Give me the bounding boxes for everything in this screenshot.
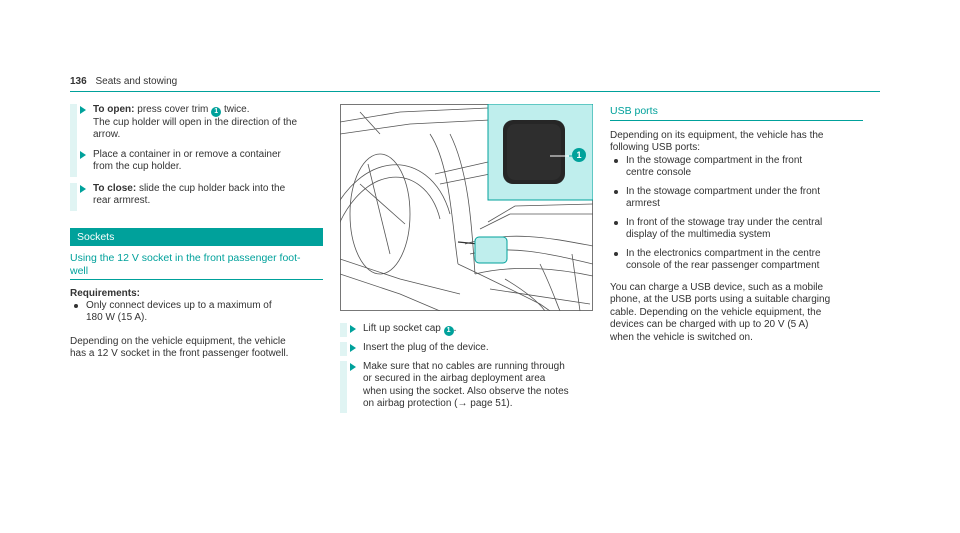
step-bar	[70, 104, 77, 154]
callout-1-icon: 1	[443, 326, 454, 336]
step-bar	[340, 323, 347, 337]
step-bar	[340, 361, 347, 413]
usb-port-item: In the electronics compartment in the ce…	[626, 248, 821, 272]
step-to-open: To open: press cover trim 1 twice. The c…	[70, 104, 325, 154]
step-arrow-icon	[80, 185, 86, 193]
step-bar	[70, 183, 77, 211]
requirements-label: Requirements:	[70, 288, 141, 299]
subheading-12v-socket: Using the 12 V socket in the front passe…	[70, 252, 301, 277]
step-insert-plug: Insert the plug of the device.	[340, 342, 595, 356]
step-airbag-notes: Make sure that no cables are running thr…	[340, 361, 595, 413]
page-number: 136	[70, 76, 87, 87]
bullet-icon	[614, 252, 618, 256]
chapter-title: Seats and stowing	[95, 76, 178, 87]
bullet-icon	[74, 304, 78, 308]
usb-paragraph: You can charge a USB device, such as a m…	[610, 282, 831, 343]
step-arrow-icon	[80, 151, 86, 159]
header-rule	[70, 91, 880, 92]
step-place-container: Place a container in or remove a contain…	[70, 149, 325, 177]
page-reference-link[interactable]: on airbag protection (→ page 51).	[363, 398, 513, 410]
page-header: 136 Seats and stowing	[70, 76, 177, 88]
subheading-rule	[70, 279, 323, 280]
step-bar	[70, 149, 77, 177]
sockets-paragraph: Depending on the vehicle equipment, the …	[70, 336, 289, 360]
step-lift-socket-cap: Lift up socket cap 1.	[340, 323, 595, 337]
step-arrow-icon	[350, 325, 356, 333]
bullet-icon	[614, 190, 618, 194]
usb-port-item: In the stowage compartment under the fro…	[626, 186, 820, 210]
step-to-close: To close: slide the cup holder back into…	[70, 183, 325, 211]
step-label: To close:	[93, 183, 137, 194]
requirement-item: Only connect devices up to a maximum of …	[86, 300, 272, 324]
step-label: To open:	[93, 104, 135, 115]
bullet-icon	[614, 221, 618, 225]
socket-illustration: 1	[319, 103, 594, 312]
step-arrow-icon	[80, 106, 86, 114]
section-title-sockets: Sockets	[70, 228, 323, 246]
usb-heading-rule	[610, 120, 863, 121]
step-bar	[340, 342, 347, 356]
bullet-icon	[614, 159, 618, 163]
usb-port-item: In front of the stowage tray under the c…	[626, 217, 823, 241]
step-arrow-icon	[350, 363, 356, 371]
usb-intro: Depending on its equipment, the vehicle …	[610, 130, 824, 154]
usb-port-item: In the stowage compartment in the front …	[626, 155, 803, 179]
step-arrow-icon	[350, 344, 356, 352]
illustration-callout-1-icon: 1	[572, 148, 586, 162]
callout-1-icon: 1	[211, 107, 222, 117]
usb-ports-heading: USB ports	[610, 105, 658, 117]
